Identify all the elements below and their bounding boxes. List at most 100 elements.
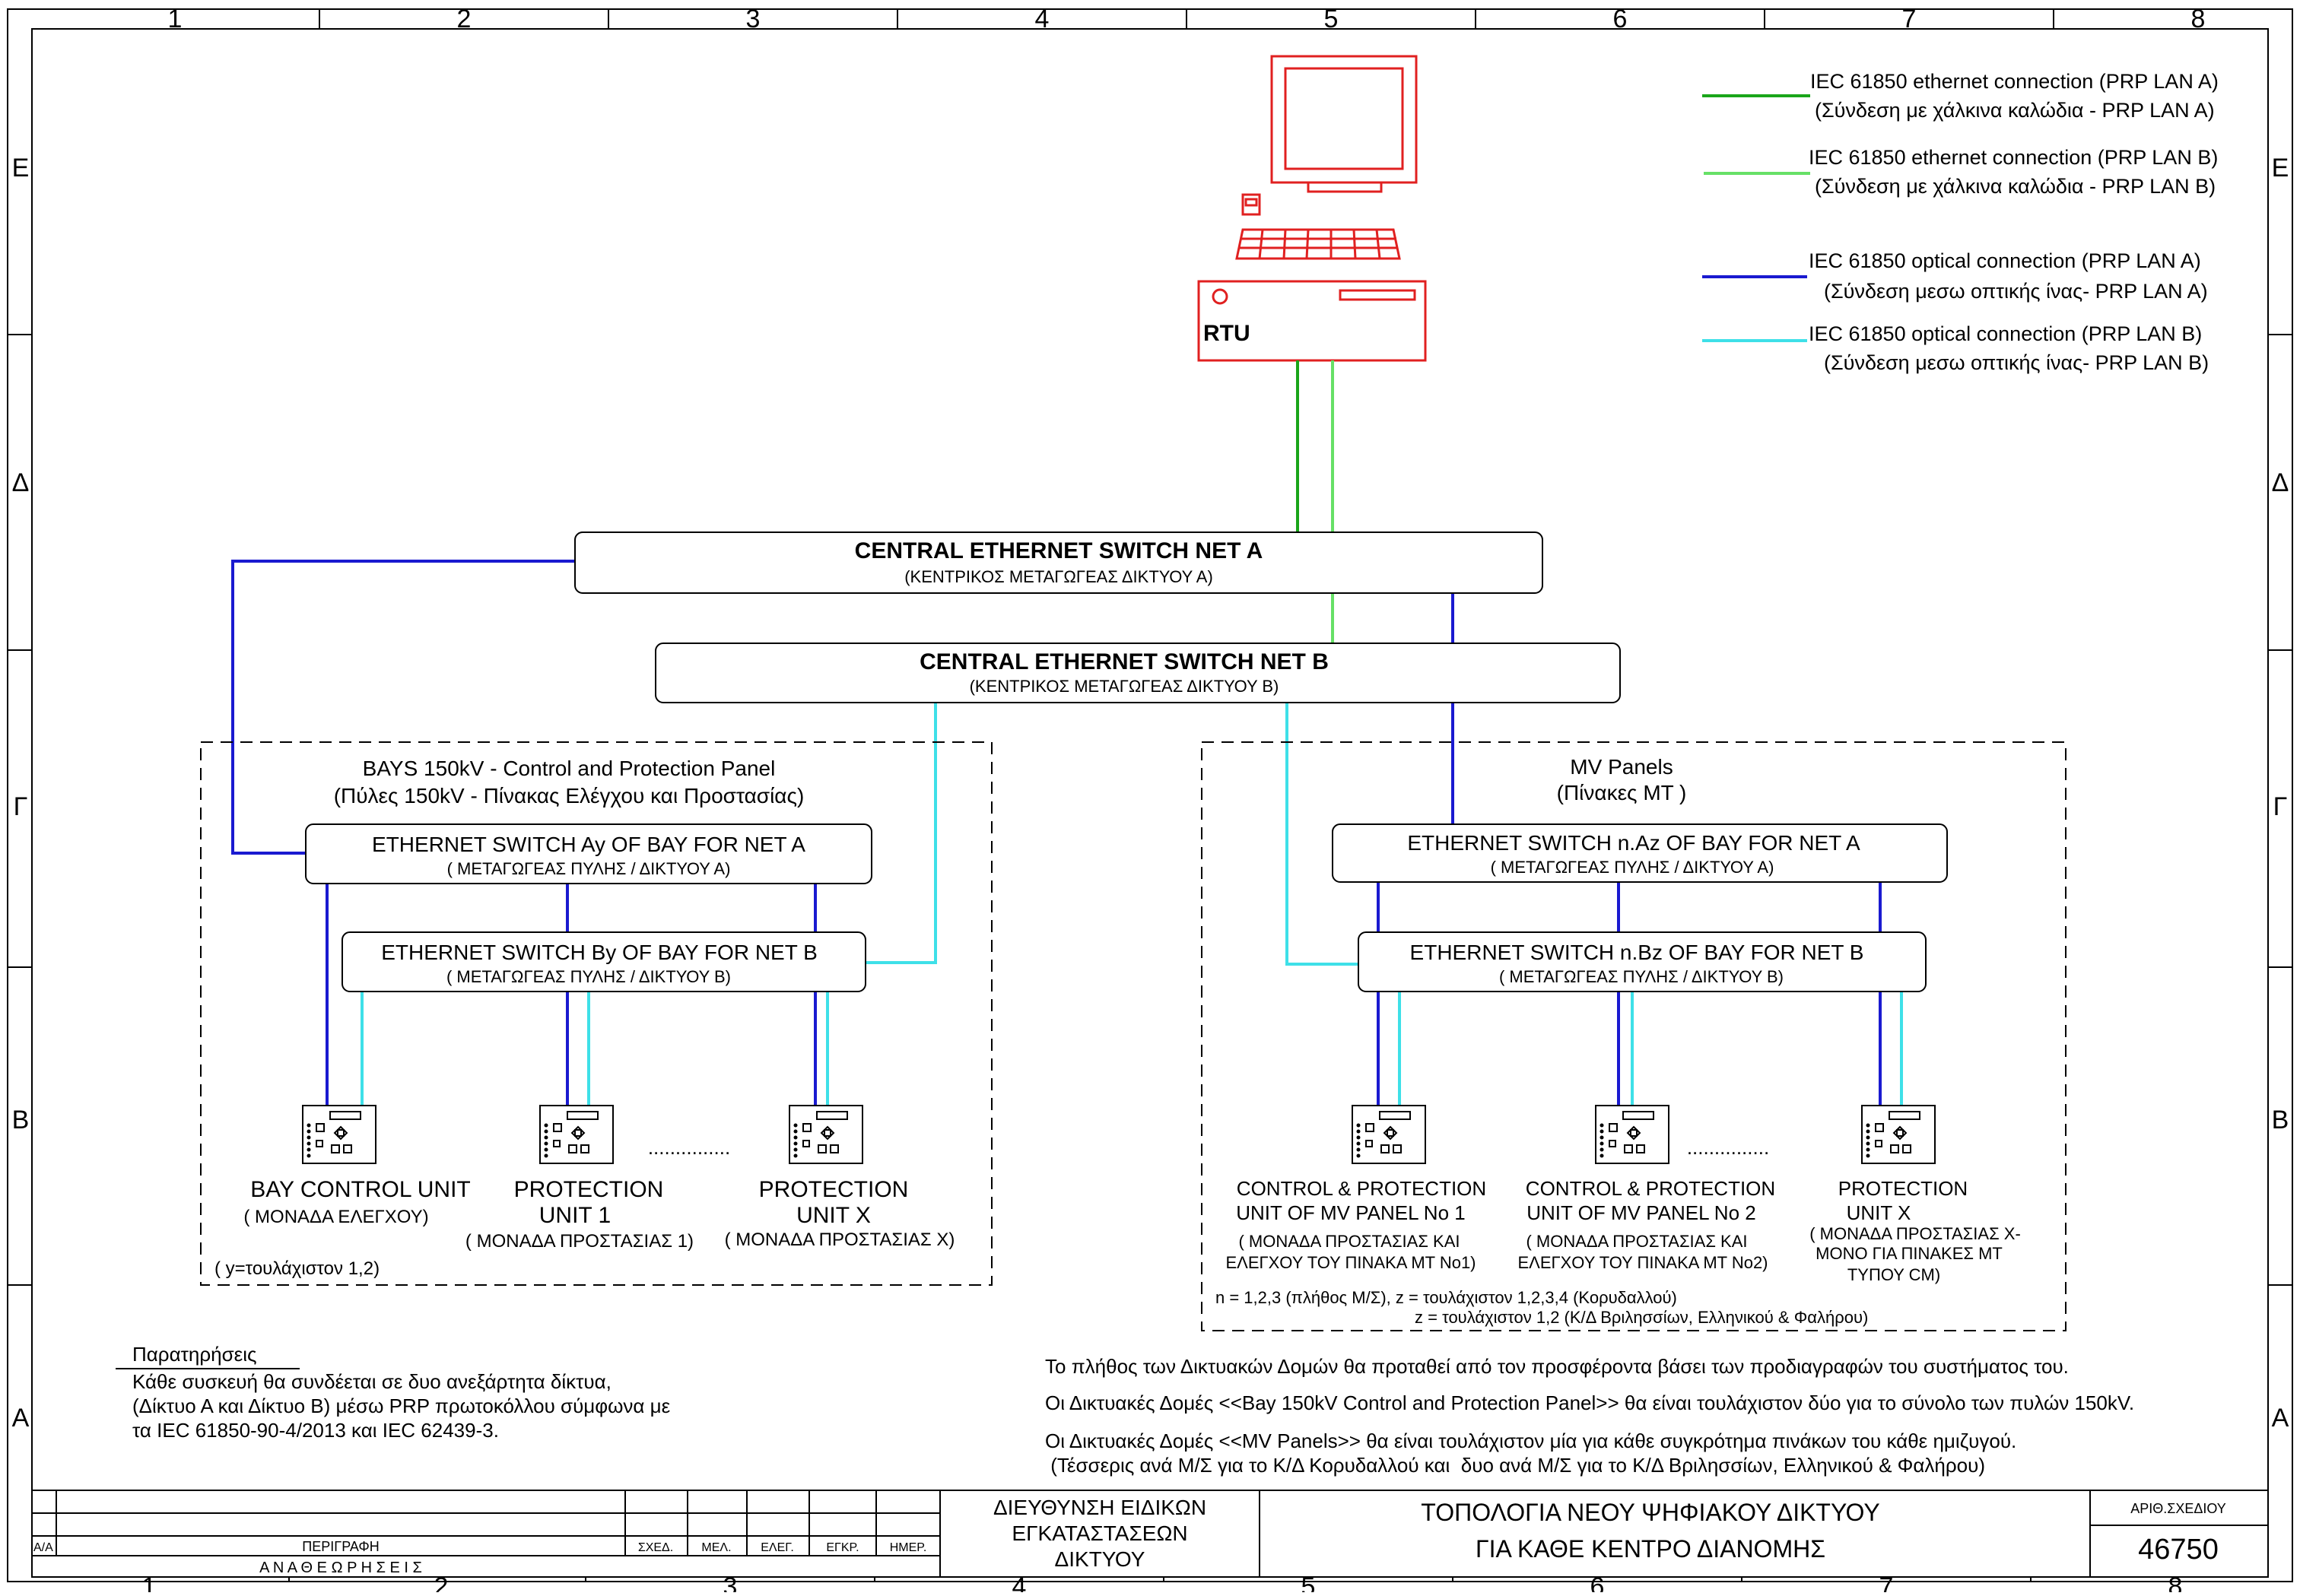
bays-dots: ...............	[648, 1136, 730, 1159]
col-label: 6	[1613, 5, 1628, 33]
remarks: Παρατηρήσεις Κάθε συσκευή θα συνδέεται σ…	[116, 1343, 671, 1442]
col-sxed-label: ΣΧΕΔ.	[638, 1541, 673, 1554]
legend-label: (Σύνδεση μεσω οπτικής ίνας- PRP LAN A)	[1824, 280, 2208, 303]
protection-unit-x-icon	[789, 1105, 863, 1164]
col-label: 5	[1301, 1572, 1316, 1592]
col-label: 3	[723, 1572, 738, 1592]
rtu-label: RTU	[1203, 321, 1250, 346]
drawing-title-line2: ΓΙΑ ΚΑΘΕ ΚΕΝΤΡΟ ΔΙΑΝΟΜΗΣ	[1476, 1535, 1825, 1563]
mv-unit-1-line1: CONTROL & PROTECTION	[1237, 1177, 1486, 1200]
col-label: 5	[1324, 5, 1339, 33]
legend-label: IEC 61850 optical connection (PRP LAN B)	[1809, 322, 2202, 345]
bays-panel-title: BAYS 150kV - Control and Protection Pane…	[363, 757, 776, 780]
mv-switch-b-title: ETHERNET SWITCH n.Bz OF BAY FOR NET B	[1410, 941, 1864, 964]
row-label: Β	[2272, 1106, 2289, 1134]
title-block	[32, 1490, 2268, 1577]
mv-unit-1-line4: ΕΛΕΓΧΟΥ ΤΟΥ ΠΙΝΑΚΑ ΜΤ Νο1)	[1225, 1253, 1476, 1272]
bays-panel: BAYS 150kV - Control and Protection Pane…	[200, 741, 993, 1286]
legend: IEC 61850 ethernet connection (PRP LAN A…	[1702, 70, 2219, 374]
mv-panel-subtitle: (Πίνακες ΜΤ )	[1557, 781, 1687, 804]
central-switch-b-subtitle: (ΚΕΝΤΡΙΚΟΣ ΜΕΤΑΓΩΓΕΑΣ ΔΙΚΤΥΟΥ Β)	[970, 677, 1279, 696]
bays-panel-subtitle: (Πύλες 150kV - Πίνακας Ελέγχου και Προστ…	[334, 784, 805, 808]
legend-label: IEC 61850 ethernet connection (PRP LAN A…	[1810, 70, 2219, 93]
remarks-line: τα IEC 61850-90-4/2013 και IEC 62439-3.	[132, 1419, 499, 1442]
row-label: Α	[2272, 1404, 2289, 1433]
bays-unit-3-line1: PROTECTION	[759, 1177, 909, 1202]
col-label: 8	[2191, 5, 2206, 33]
frame-labels: 1 2 3 4 5 6 7 8 1 2 3 4 5 6 7 8 E Δ Γ Β …	[12, 5, 2289, 1596]
bays-switch-b-title: ETHERNET SWITCH By OF BAY FOR NET B	[381, 941, 818, 964]
department-line1: ΔΙΕΥΘΥΝΣΗ ΕΙΔΙΚΩΝ	[993, 1496, 1206, 1519]
col-label: 7	[1902, 5, 1917, 33]
sheet-frame	[7, 8, 2293, 1582]
mv-switch-a-subtitle: ( ΜΕΤΑΓΩΓΕΑΣ ΠΥΛΗΣ / ΔΙΚΤΥΟΥ Α)	[1491, 858, 1774, 877]
remarks-line: Κάθε συσκευή θα συνδέεται σε δυο ανεξάρτ…	[132, 1370, 612, 1393]
remarks-line: (Δίκτυο Α και Δίκτυο Β) μέσω PRP πρωτοκό…	[132, 1395, 671, 1417]
link-central-b-mv-b	[1285, 703, 1358, 966]
info-line: (Τέσσερις ανά Μ/Σ για το Κ/Δ Κορυδαλλού …	[1045, 1454, 1985, 1477]
col-label: 3	[746, 5, 761, 33]
row-label: Β	[12, 1106, 30, 1134]
col-aa-label: Α/Α	[33, 1541, 53, 1554]
mv-unit-2-line3: ( ΜΟΝΑΔΑ ΠΡΟΣΤΑΣΙΑΣ ΚΑΙ	[1526, 1232, 1747, 1251]
mv-unit-3-line1: PROTECTION	[1838, 1177, 1968, 1200]
rtu-workstation	[1197, 55, 1427, 362]
mv-unit-3-line2: UNIT X	[1847, 1201, 1911, 1224]
mv-note-2: z = τουλάχιστον 1,2 (Κ/Δ Βριλησσίων, Ελλ…	[1415, 1308, 1868, 1327]
drawing-number-label: ΑΡΙΘ.ΣΧΕΔΙΟΥ	[2130, 1501, 2226, 1516]
drawing-title-line1: ΤΟΠΟΛΟΓΙΑ ΝΕΟΥ ΨΗΦΙΑΚΟΥ ΔΙΚΤΥΟΥ	[1421, 1499, 1879, 1526]
row-label: Γ	[14, 792, 28, 821]
col-label: 7	[1879, 1572, 1894, 1592]
mv-unit-3-line4: ΜΟΝΟ ΓΙΑ ΠΙΝΑΚΕΣ ΜΤ	[1816, 1244, 2003, 1263]
keyboard-icon	[1235, 228, 1401, 260]
row-label: Δ	[12, 468, 30, 497]
mv-unit-2-line2: UNIT OF MV PANEL No 2	[1526, 1201, 1755, 1224]
col-label: 4	[1035, 5, 1050, 33]
mv-panel: MV Panels (Πίνακες ΜΤ ) ETHERNET SWITCH …	[1201, 741, 2067, 1331]
central-switch-b-title: CENTRAL ETHERNET SWITCH NET B	[920, 649, 1329, 674]
mv-unit-3-line5: ΤΥΠΟΥ CM)	[1847, 1265, 1940, 1284]
legend-label: (Σύνδεση μεσω οπτικής ίνας- PRP LAN B)	[1824, 351, 2209, 374]
col-label: 2	[457, 5, 472, 33]
central-switch-net-b: CENTRAL ETHERNET SWITCH NET B (ΚΕΝΤΡΙΚΟΣ…	[655, 643, 1621, 703]
mv-unit-3-line3: ( ΜΟΝΑΔΑ ΠΡΟΣΤΑΣΙΑΣ Χ-	[1809, 1224, 2021, 1243]
col-label: 1	[142, 1572, 157, 1592]
row-label: Δ	[2272, 468, 2289, 497]
mv-unit-2-line1: CONTROL & PROTECTION	[1526, 1177, 1775, 1200]
row-label: E	[2272, 154, 2289, 182]
monitor-icon	[1270, 55, 1418, 193]
mv-unit-1-icon	[1352, 1105, 1426, 1164]
rtu-box	[1197, 280, 1427, 362]
bays-switch-a-subtitle: ( ΜΕΤΑΓΩΓΕΑΣ ΠΥΛΗΣ / ΔΙΚΤΥΟΥ Α)	[447, 859, 731, 878]
legend-label: (Σύνδεση με χάλκινα καλώδια - PRP LAN B)	[1815, 175, 2216, 198]
mv-switch-a-title: ETHERNET SWITCH n.Az OF BAY FOR NET A	[1407, 831, 1860, 855]
col-label: 2	[434, 1572, 449, 1592]
mv-switch-b-subtitle: ( ΜΕΤΑΓΩΓΕΑΣ ΠΥΛΗΣ / ΔΙΚΤΥΟΥ Β)	[1499, 967, 1784, 986]
col-label: 8	[2168, 1572, 2183, 1592]
bays-note: ( y=τουλάχιστον 1,2)	[214, 1258, 380, 1279]
bays-switch-b-subtitle: ( ΜΕΤΑΓΩΓΕΑΣ ΠΥΛΗΣ / ΔΙΚΤΥΟΥ Β)	[446, 967, 731, 986]
mv-unit-1-line3: ( ΜΟΝΑΔΑ ΠΡΟΣΤΑΣΙΑΣ ΚΑΙ	[1238, 1232, 1460, 1251]
bays-unit-2-line2: UNIT 1	[539, 1203, 611, 1228]
bays-unit-1-line1: BAY CONTROL UNIT	[250, 1177, 470, 1202]
col-egkr-label: ΕΓΚΡ.	[826, 1541, 859, 1554]
row-label: E	[12, 154, 30, 182]
bays-unit-3-line2: UNIT X	[796, 1203, 871, 1228]
col-mel-label: ΜΕΛ.	[701, 1541, 731, 1554]
mv-unit-2-icon	[1595, 1105, 1669, 1164]
mv-unit-x-icon	[1861, 1105, 1936, 1164]
bays-unit-3-line3: ( ΜΟΝΑΔΑ ΠΡΟΣΤΑΣΙΑΣ Χ)	[725, 1230, 955, 1250]
department-line2: ΕΓΚΑΤΑΣΤΑΣΕΩΝ	[1012, 1521, 1187, 1545]
revisions-label: Α Ν Α Θ Ε Ω Ρ Η Σ Ε Ι Σ	[259, 1560, 422, 1576]
mv-unit-2-line4: ΕΛΕΓΧΟΥ ΤΟΥ ΠΙΝΑΚΑ ΜΤ Νο2)	[1517, 1253, 1768, 1272]
bays-switch-a-title: ETHERNET SWITCH Ay OF BAY FOR NET A	[372, 833, 805, 856]
bays-unit-1-line2: ( ΜΟΝΑΔΑ ΕΛΕΓΧΟΥ)	[243, 1207, 428, 1227]
info-line: Το πλήθος των Δικτυακών Δομών θα προταθε…	[1045, 1355, 2069, 1378]
row-label: Γ	[2273, 792, 2288, 821]
remarks-title: Παρατηρήσεις	[132, 1343, 257, 1366]
col-label: 1	[168, 5, 183, 33]
mv-unit-1-line2: UNIT OF MV PANEL No 1	[1236, 1201, 1465, 1224]
col-label: 4	[1012, 1572, 1027, 1592]
